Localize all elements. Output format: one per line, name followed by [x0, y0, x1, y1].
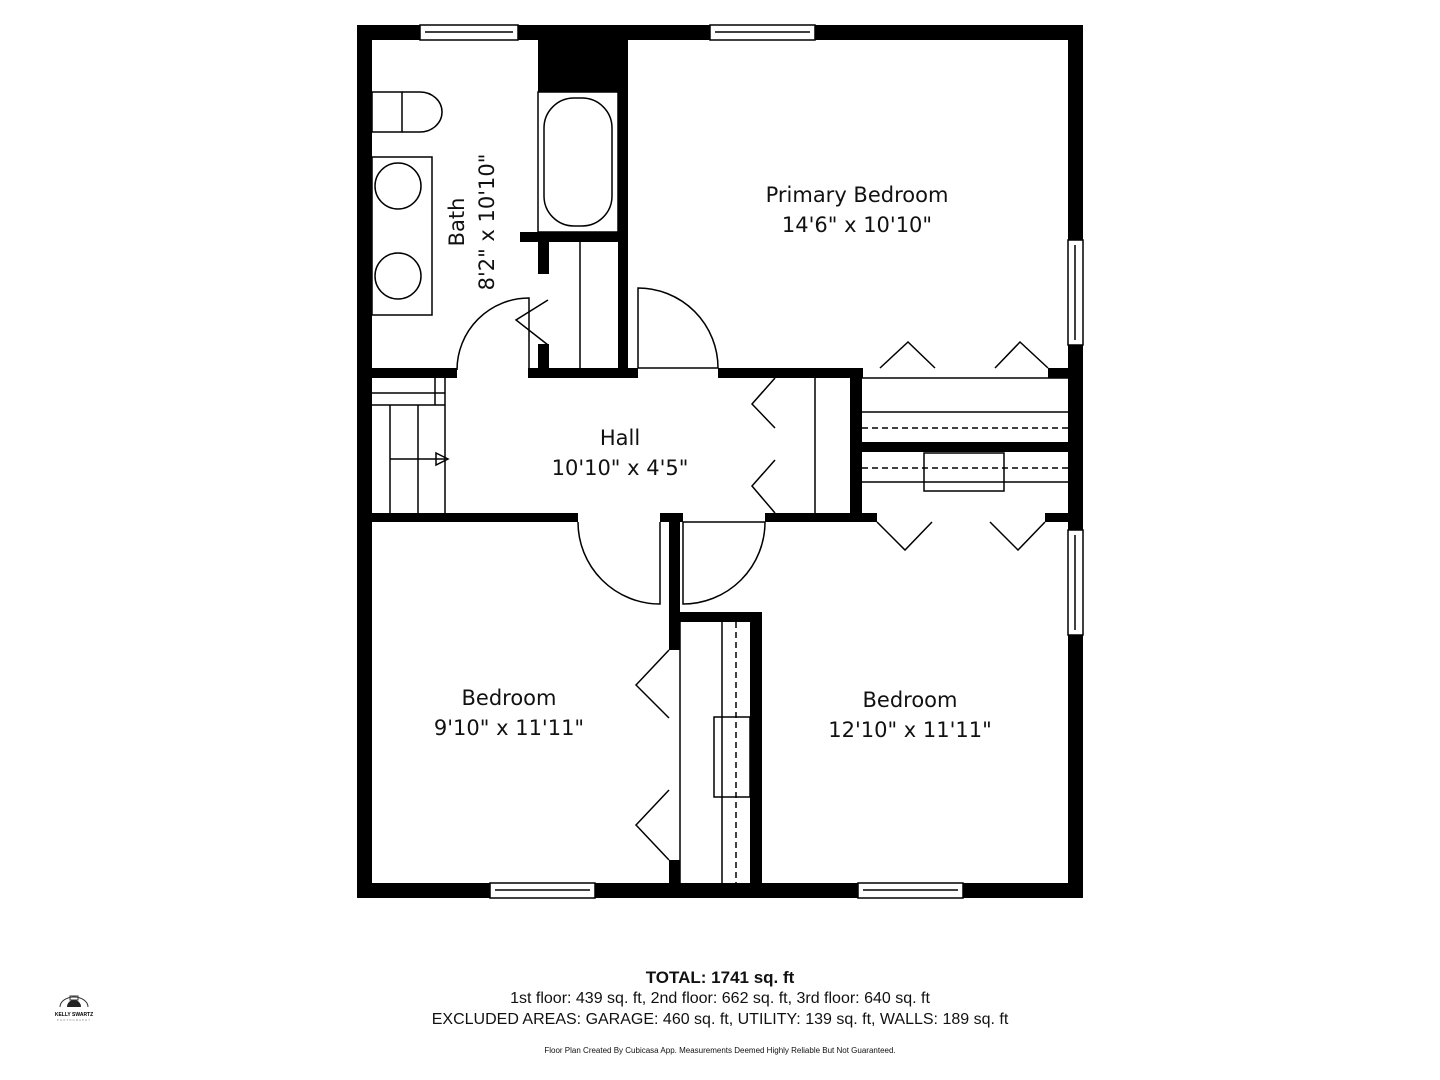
room-size: 9'10" x 11'11": [433, 716, 585, 740]
floor-areas: 1st floor: 439 sq. ft, 2nd floor: 662 sq…: [510, 990, 930, 1007]
total-area: TOTAL: 1741 sq. ft: [645, 968, 795, 987]
excluded-areas: EXCLUDED AREAS: GARAGE: 460 sq. ft, UTIL…: [431, 1011, 1009, 1028]
disclaimer: Floor Plan Created By Cubicasa App. Meas…: [544, 1046, 896, 1055]
room-label-primary-bedroom: Primary Bedroom 14'6" x 10'10": [766, 180, 949, 240]
room-name: Bedroom: [461, 686, 557, 710]
room-name: Bedroom: [862, 688, 958, 712]
fixtures-and-doors: [371, 91, 1068, 883]
room-label-bedroom-right: Bedroom 12'10" x 11'11": [828, 685, 992, 745]
room-label-bath: Bath 8'2" x 10'10": [442, 154, 502, 291]
room-name: Bath: [445, 197, 469, 247]
logo-text: KELLY SWARTZ: [54, 1012, 94, 1018]
room-size: 10'10" x 4'5": [551, 456, 689, 480]
camera-logo-icon: [59, 995, 89, 1008]
room-name: Primary Bedroom: [765, 183, 949, 207]
room-name: Hall: [599, 426, 641, 450]
logo: KELLY SWARTZ PHOTOGRAPHY: [46, 994, 102, 1022]
room-label-bedroom-left: Bedroom 9'10" x 11'11": [434, 683, 584, 743]
room-size: 14'6" x 10'10": [781, 213, 933, 237]
room-size: 8'2" x 10'10": [475, 153, 499, 291]
windows: [419, 24, 1084, 899]
room-size: 12'10" x 11'11": [828, 718, 992, 742]
room-label-hall: Hall 10'10" x 4'5": [552, 423, 689, 483]
logo-subtext: PHOTOGRAPHY: [56, 1018, 92, 1022]
